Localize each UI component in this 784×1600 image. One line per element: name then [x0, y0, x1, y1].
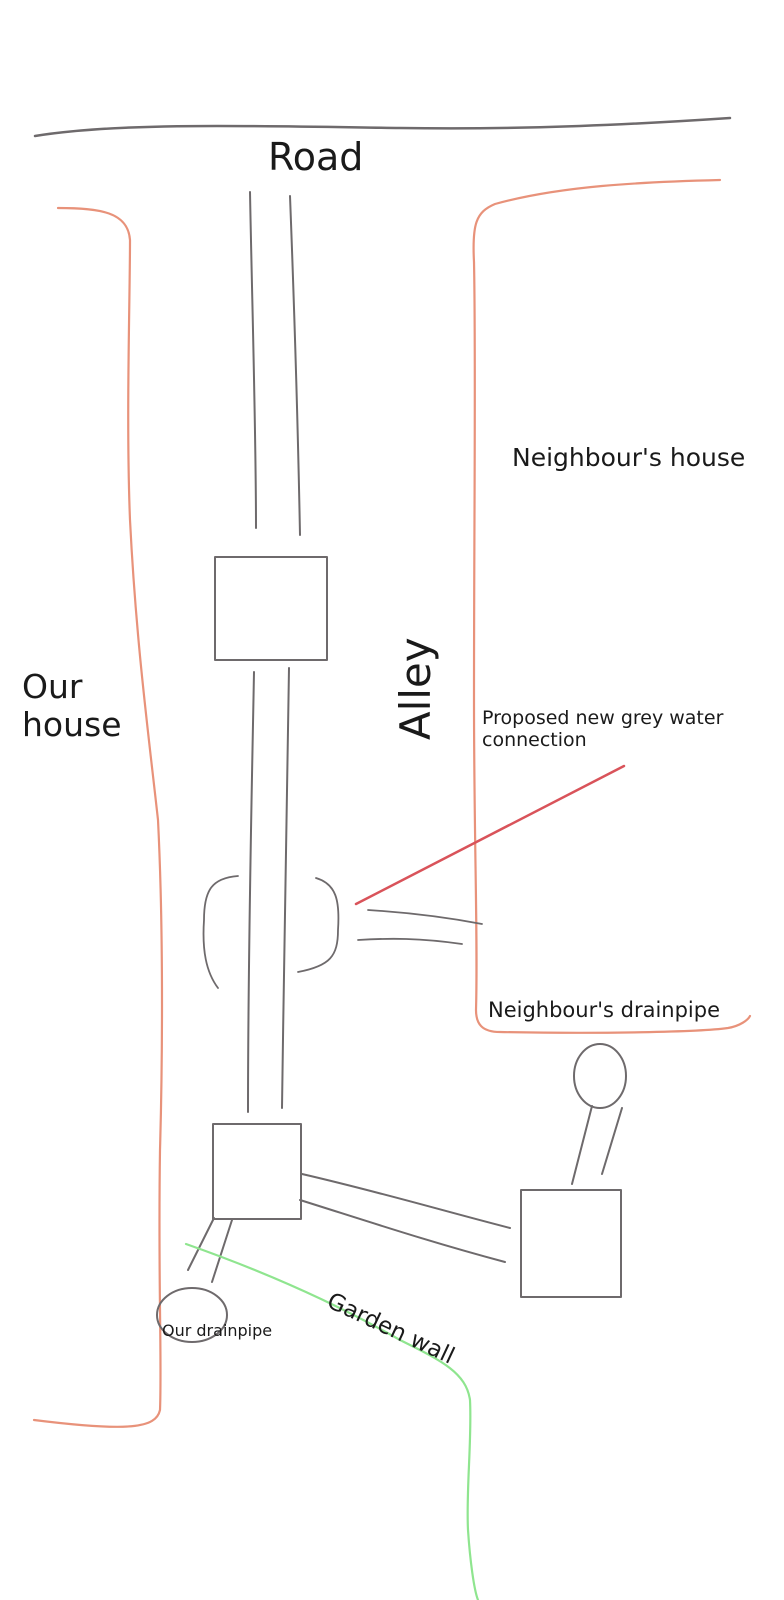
our-drainpipe-label: Our drainpipe	[162, 1321, 273, 1340]
proposed-connection-label: Proposed new grey water connection	[482, 707, 724, 751]
road-edge-line	[33, 116, 732, 138]
lower-manhole	[212, 1123, 302, 1220]
our-drainpipe-circle	[156, 1287, 228, 1343]
cross-pipe-upper	[301, 1173, 511, 1229]
neighbours-drainpipe-link-left	[571, 1105, 593, 1185]
branch-pipe-lower	[357, 937, 463, 945]
our-house-outline	[32, 206, 164, 1428]
neighbours-manhole	[520, 1189, 622, 1298]
neighbours-drainpipe-link-right	[601, 1107, 623, 1175]
upper-manhole	[214, 556, 328, 661]
our-drainpipe-link-right	[211, 1219, 233, 1283]
garden-wall-line	[184, 1242, 480, 1600]
neighbours-house-outline	[472, 178, 752, 1034]
road-label: Road	[268, 135, 364, 179]
junction-right-bulge	[297, 877, 340, 973]
our-house-label: Our house	[22, 667, 122, 744]
alley-label: Alley	[390, 637, 440, 741]
main-pipe-upper-right	[289, 195, 301, 536]
neighbours-house-label: Neighbour's house	[512, 443, 746, 472]
neighbours-drainpipe-circle	[573, 1043, 627, 1109]
main-pipe-lower-left	[247, 671, 255, 1113]
cross-pipe-lower	[299, 1199, 506, 1263]
proposed-connection-line	[354, 764, 626, 906]
main-pipe-lower-right	[281, 667, 290, 1109]
branch-pipe-upper	[367, 909, 483, 925]
junction-left-bulge	[202, 875, 239, 989]
neighbours-drainpipe-label: Neighbour's drainpipe	[488, 998, 721, 1022]
main-pipe-upper-left	[249, 191, 257, 529]
our-drainpipe-link-left	[187, 1217, 215, 1271]
